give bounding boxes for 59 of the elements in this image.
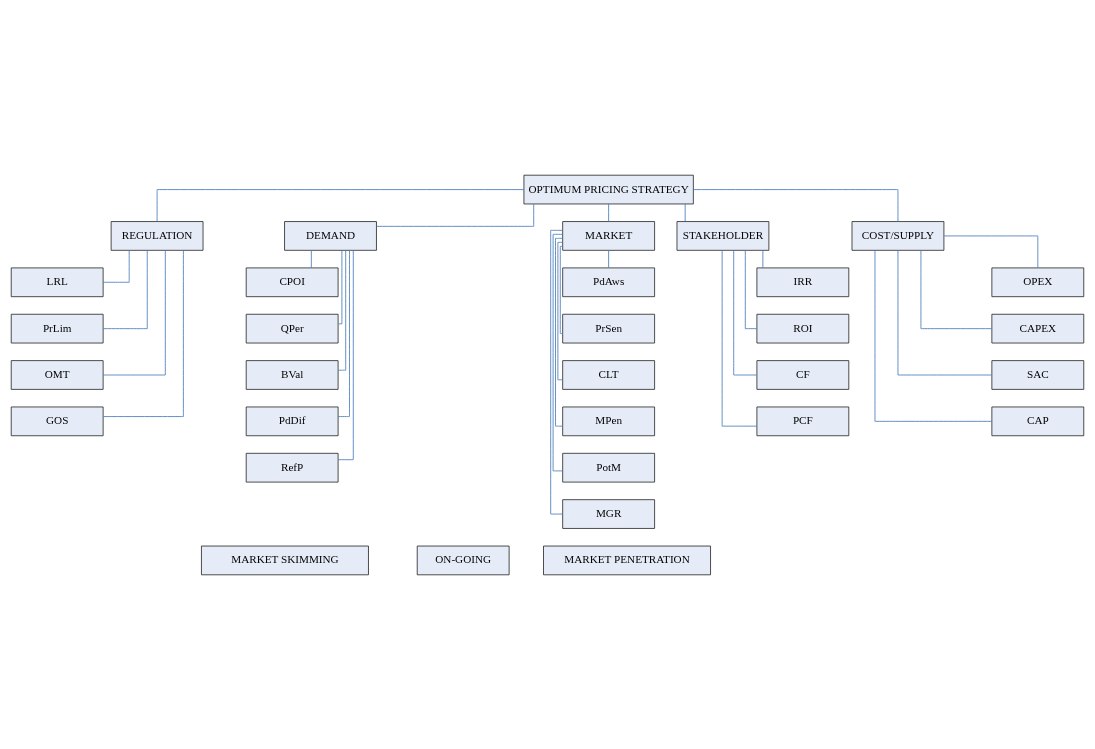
connector — [684, 203, 686, 222]
connector — [733, 249, 758, 375]
node-box: PrLim — [10, 313, 104, 343]
connector — [337, 249, 347, 371]
connector — [156, 188, 525, 222]
node-box: MPen — [562, 406, 655, 436]
connector — [897, 249, 993, 375]
node-box: CF — [756, 359, 850, 390]
connector — [762, 249, 764, 268]
connector — [559, 245, 564, 334]
node-box: BVal — [245, 359, 339, 390]
node-box: PotM — [562, 452, 655, 482]
node-box: PdDif — [245, 406, 339, 436]
node-box: CPOI — [245, 267, 339, 297]
node-box: OPTIMUM PRICING STRATEGY — [523, 174, 694, 204]
connector — [310, 249, 312, 268]
node-box: DEMAND — [284, 220, 377, 251]
connector — [721, 249, 758, 427]
node-box: OPEX — [991, 267, 1085, 297]
node-box: CAP — [991, 406, 1085, 436]
connector — [693, 188, 899, 222]
node-box: GOS — [10, 406, 104, 436]
connector — [555, 237, 564, 427]
connector — [943, 235, 1039, 268]
node-box: ON-GOING — [416, 545, 510, 575]
node-box: RefP — [245, 452, 339, 482]
node-box: PCF — [756, 406, 850, 436]
connector — [102, 249, 148, 329]
connector — [337, 249, 350, 417]
node-box: CAPEX — [991, 313, 1085, 343]
connector — [337, 249, 343, 324]
connector — [608, 249, 610, 268]
node-box: ROI — [756, 313, 850, 343]
connector — [102, 249, 130, 283]
node-box: SAC — [991, 359, 1085, 390]
connector — [608, 203, 610, 222]
node-box: CLT — [562, 359, 655, 390]
node-box: IRR — [756, 267, 850, 297]
connector — [552, 233, 563, 471]
connector — [337, 249, 354, 460]
connector — [744, 249, 758, 329]
node-box: PrSen — [562, 313, 655, 343]
node-box: MARKET — [562, 220, 655, 251]
connector — [376, 203, 535, 227]
connector — [557, 241, 563, 380]
node-box: COST/SUPPLY — [851, 220, 945, 251]
node-box: OMT — [10, 359, 104, 390]
node-box: REGULATION — [110, 220, 204, 251]
node-box: PdAws — [562, 267, 655, 297]
node-box: MGR — [562, 498, 655, 529]
connector — [103, 249, 184, 417]
node-box: MARKET PENETRATION — [543, 545, 711, 575]
node-box: LRL — [10, 267, 104, 297]
node-box: QPer — [245, 313, 339, 343]
connector — [920, 249, 993, 329]
connector — [874, 249, 993, 422]
node-box: STAKEHOLDER — [676, 220, 770, 251]
node-box: MARKET SKIMMING — [201, 545, 369, 575]
connector — [102, 249, 166, 375]
